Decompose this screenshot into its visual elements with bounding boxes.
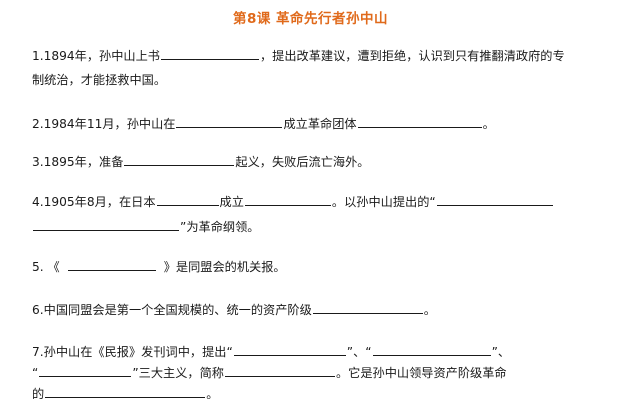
- question-7-line-2: “ ”三大主义，简称 。它是孙中山领导资产阶级革命: [32, 364, 507, 381]
- q7-text-c: ”、: [491, 345, 511, 359]
- q3-blank-1[interactable]: [124, 153, 235, 166]
- q4-blank-1[interactable]: [156, 193, 219, 206]
- question-5-line: 5. 《 》是同盟会的机关报。: [32, 258, 286, 275]
- q5-blank-1[interactable]: [67, 258, 156, 271]
- q7-text-a: 7.孙中山在《民报》发刊词中，提出“: [32, 345, 233, 359]
- q2-text-b: 成立革命团体: [283, 117, 357, 131]
- page-title: 第8课 革命先行者孙中山: [232, 11, 389, 27]
- q7-blank-5[interactable]: [45, 385, 206, 398]
- q6-text-a: 6.中国同盟会是第一个全国规模的、统一的资产阶级: [32, 303, 312, 317]
- question-1-line-2: 制统治，才能拯救中国。: [32, 72, 166, 88]
- q3-text-b: 起义，失败后流亡海外。: [235, 155, 370, 169]
- q7-text-f: 。它是孙中山领导资产阶级革命: [335, 366, 507, 380]
- question-1-line-1: 1.1894年，孙中山上书 ，提出改革建议，遭到拒绝，认识到只有推翻清政府的专: [32, 47, 565, 64]
- q2-text-c: 。: [482, 117, 495, 131]
- question-7-line-3: 的。: [32, 385, 218, 402]
- question-3-line: 3.1895年，准备 起义，失败后流亡海外。: [32, 153, 369, 170]
- q7-text-b: ”、“: [346, 345, 372, 359]
- q1-blank-1[interactable]: [160, 47, 259, 60]
- question-2-line: 2.1984年11月，孙中山在 成立革命团体 。: [32, 115, 495, 132]
- q1-text-a: 1.1894年，孙中山上书: [32, 49, 160, 63]
- q4-text-c: 。以孙中山提出的“: [331, 195, 436, 209]
- question-4-line-2: ”为革命纲领。: [32, 218, 259, 235]
- q5-text-b: 》是同盟会的机关报。: [163, 260, 286, 274]
- q7-blank-4[interactable]: [224, 364, 335, 377]
- q1-text-b: ，提出改革建议，遭到拒绝，认识到只有推翻清政府的专: [259, 49, 565, 63]
- q6-blank-1[interactable]: [312, 301, 423, 314]
- q7-text-d: “: [32, 366, 39, 380]
- q7-blank-3[interactable]: [39, 364, 132, 377]
- q7-text-h: 。: [206, 387, 219, 401]
- q6-text-b: 。: [423, 303, 436, 317]
- q4-text-b: 成立: [219, 195, 244, 209]
- question-7-line-1: 7.孙中山在《民报》发刊词中，提出“ ”、“ ”、: [32, 343, 510, 360]
- q2-blank-2[interactable]: [357, 115, 482, 128]
- q7-blank-1[interactable]: [233, 343, 346, 356]
- question-4-line-1: 4.1905年8月，在日本 成立 。以孙中山提出的“: [32, 193, 554, 210]
- q3-text-a: 3.1895年，准备: [32, 155, 124, 169]
- q4-text-d: ”为革命纲领。: [180, 220, 260, 234]
- q4-text-a: 4.1905年8月，在日本: [32, 195, 156, 209]
- q7-text-g: 的: [32, 387, 45, 401]
- q4-blank-2[interactable]: [244, 193, 331, 206]
- q2-blank-1[interactable]: [176, 115, 283, 128]
- q1-text-c: 制统治，才能拯救中国。: [32, 73, 167, 87]
- q2-text-a: 2.1984年11月，孙中山在: [32, 117, 176, 131]
- q7-blank-2[interactable]: [372, 343, 491, 356]
- q4-blank-3[interactable]: [436, 193, 553, 206]
- q7-text-e: ”三大主义，简称: [132, 366, 224, 380]
- q4-blank-3-cont[interactable]: [33, 218, 179, 231]
- question-6-line: 6.中国同盟会是第一个全国规模的、统一的资产阶级 。: [32, 301, 436, 318]
- q5-text-a: 5. 《: [32, 260, 60, 274]
